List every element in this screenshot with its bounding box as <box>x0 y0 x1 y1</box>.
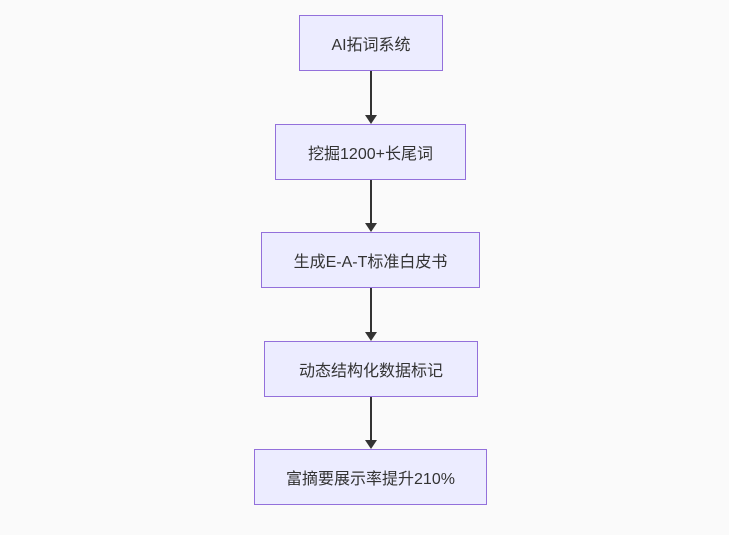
node-label: 生成E-A-T标准白皮书 <box>293 254 448 271</box>
arrowhead-icon <box>364 332 377 341</box>
node-label: 富摘要展示率提升210% <box>286 471 455 488</box>
node-label: 挖掘1200+长尾词 <box>308 146 433 163</box>
flow-edge-2 <box>364 180 377 232</box>
arrow-line <box>369 288 372 334</box>
flow-edge-1 <box>364 71 377 124</box>
flow-node-eat-whitepaper: 生成E-A-T标准白皮书 <box>261 232 480 288</box>
arrowhead-icon <box>364 223 377 232</box>
arrowhead-icon <box>364 440 377 449</box>
flow-edge-3 <box>364 288 377 341</box>
flow-node-structured-data-markup: 动态结构化数据标记 <box>264 341 478 397</box>
arrow-line <box>369 71 372 117</box>
arrowhead-icon <box>364 115 377 124</box>
arrow-line <box>369 397 372 442</box>
flow-node-rich-snippet-result: 富摘要展示率提升210% <box>254 449 487 505</box>
flow-node-ai-word-expansion-system: AI拓词系统 <box>299 15 443 71</box>
arrow-line <box>369 180 372 225</box>
node-label: AI拓词系统 <box>331 37 411 54</box>
node-label: 动态结构化数据标记 <box>298 363 443 380</box>
flow-edge-4 <box>364 397 377 449</box>
flow-node-longtail-keywords: 挖掘1200+长尾词 <box>275 124 466 180</box>
